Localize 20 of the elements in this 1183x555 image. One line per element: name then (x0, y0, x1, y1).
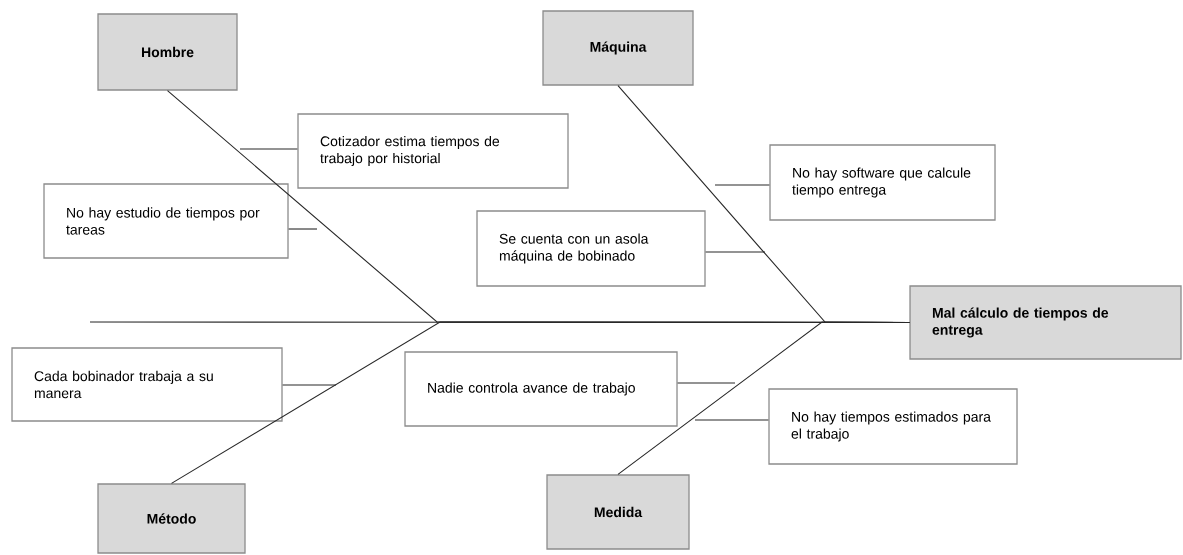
cause-box: Cada bobinador trabaja a su manera (11, 347, 283, 422)
rib-line (239, 148, 298, 150)
cause-box: Nadie controla avance de trabajo (404, 351, 678, 427)
rib-line (694, 419, 769, 421)
category-box: Método (97, 483, 246, 554)
rib-line (288, 228, 318, 230)
category-box: Máquina (542, 10, 694, 86)
rib-line (677, 382, 736, 384)
rib-line (282, 384, 337, 386)
category-box: Hombre (97, 13, 238, 91)
effect-box: Mal cálculo de tiempos de entrega (909, 285, 1182, 360)
rib-line (705, 251, 766, 253)
rib-line (714, 184, 770, 186)
category-box: Medida (546, 474, 690, 550)
cause-box: No hay tiempos estimados para el trabajo (768, 388, 1018, 465)
cause-box: No hay estudio de tiempos por tareas (43, 183, 289, 259)
cause-box: No hay software que calcule tiempo entrega (769, 144, 996, 221)
cause-box: Se cuenta con un asola máquina de bobinado (476, 210, 706, 287)
bone-line (617, 321, 910, 475)
cause-box: Cotizador estima tiempos de trabajo por historial (297, 113, 569, 189)
